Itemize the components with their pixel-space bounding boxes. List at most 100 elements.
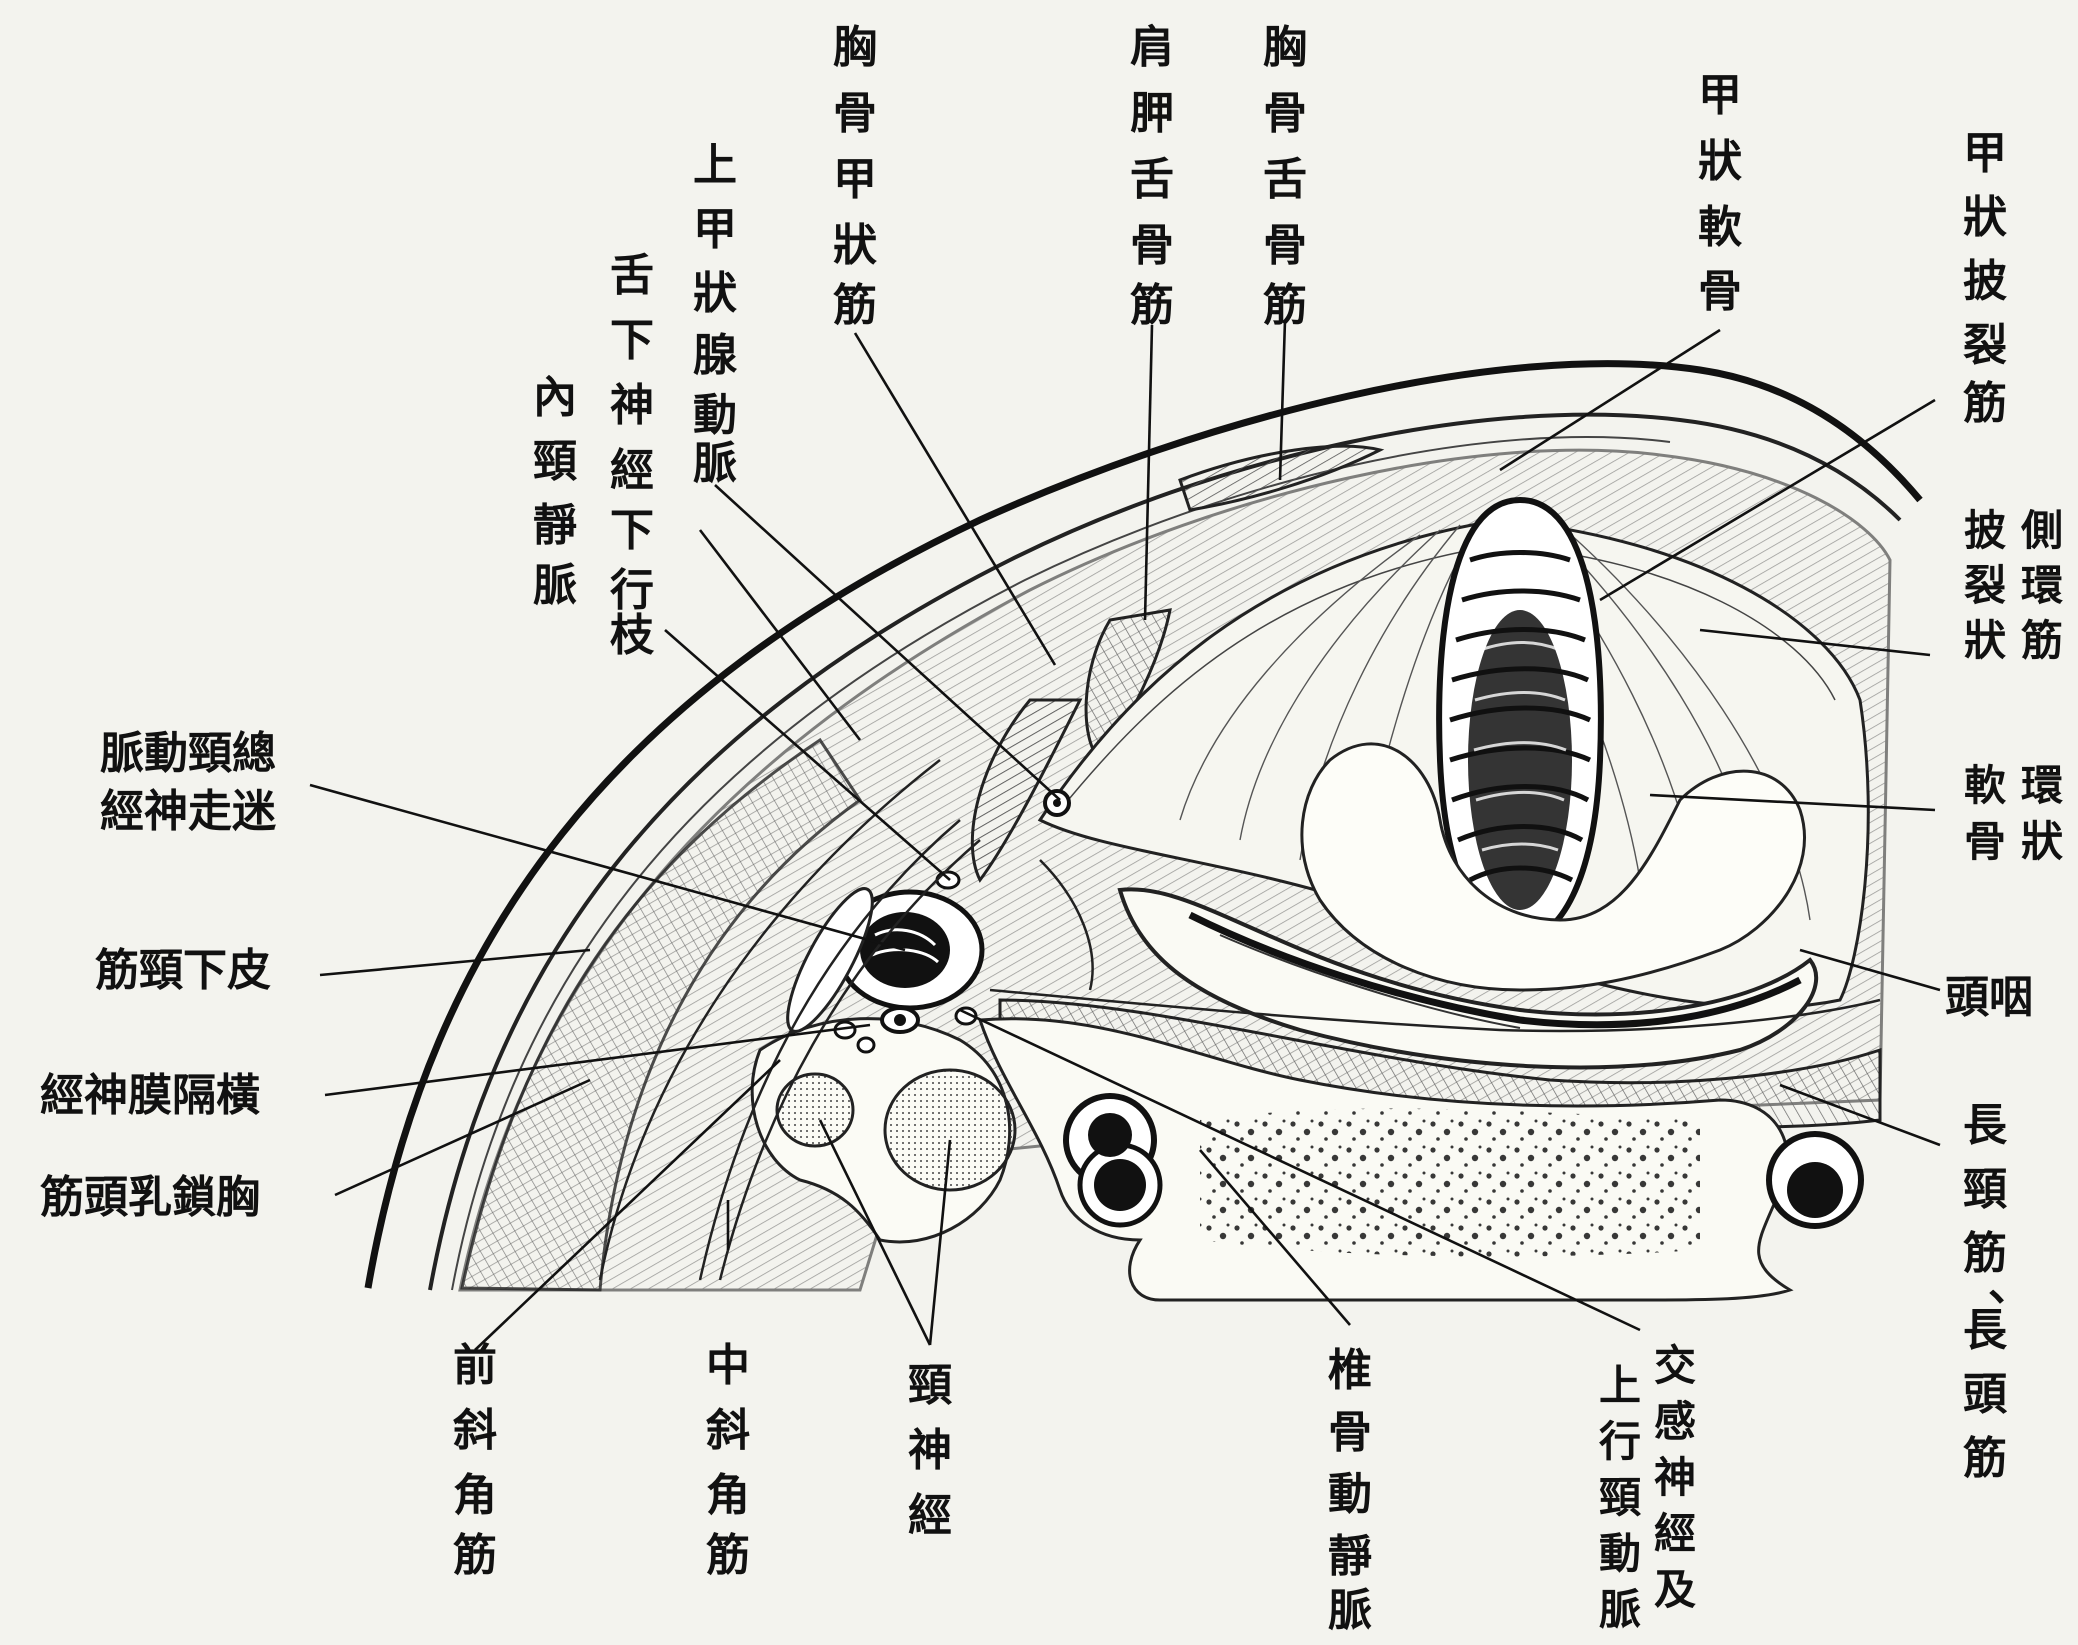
svg-text:狀: 狀 — [833, 220, 877, 271]
svg-text:脈: 脈 — [1328, 1585, 1372, 1636]
svg-text:頸: 頸 — [1599, 1473, 1641, 1522]
svg-text:裂: 裂 — [1964, 561, 2006, 610]
svg-text:上: 上 — [1599, 1361, 1641, 1410]
svg-text:側: 側 — [2020, 506, 2063, 555]
svg-text:軟: 軟 — [1698, 202, 1743, 253]
svg-text:甲: 甲 — [833, 154, 877, 205]
label-lateral-cricoarytenoid: 側 環 筋 披 裂 狀 — [1964, 506, 2063, 665]
label-scalenus-anterior: 前 斜 角 筋 — [453, 1340, 497, 1581]
svg-text:經: 經 — [1654, 1509, 1696, 1558]
svg-text:長: 長 — [1963, 1305, 2008, 1356]
label-superior-thyroid-artery: 上 甲 狀 腺 動 脈 — [693, 140, 738, 489]
svg-text:內: 內 — [533, 372, 577, 423]
label-sternohyoid: 胸 骨 舌 骨 筋 — [1263, 22, 1307, 331]
svg-text:及: 及 — [1654, 1565, 1696, 1614]
svg-text:靜: 靜 — [1328, 1531, 1372, 1582]
svg-text:甲: 甲 — [1963, 128, 2007, 179]
svg-text:神: 神 — [610, 380, 654, 431]
label-hypoglossal-descending: 舌 下 神 經 下 行 枝 — [610, 250, 655, 661]
svg-text:前: 前 — [453, 1340, 497, 1391]
label-cricoid-cartilage: 環 狀 軟 骨 — [1964, 761, 2063, 866]
svg-text:經神走迷: 經神走迷 — [100, 786, 277, 837]
svg-text:腺: 腺 — [693, 330, 738, 381]
label-internal-jugular: 內 頸 靜 脈 — [533, 372, 577, 611]
label-omohyoid: 肩 胛 舌 骨 筋 — [1130, 22, 1174, 331]
svg-text:神: 神 — [1654, 1453, 1696, 1502]
label-cervical-nerve: 頸 神 經 — [908, 1360, 952, 1541]
svg-text:骨: 骨 — [1130, 220, 1174, 271]
svg-text:筋: 筋 — [453, 1530, 497, 1581]
svg-text:狀: 狀 — [1963, 192, 2007, 243]
svg-text:舌: 舌 — [1130, 154, 1174, 205]
svg-text:動: 動 — [1599, 1529, 1641, 1578]
svg-text:動: 動 — [693, 390, 737, 441]
svg-text:披: 披 — [1964, 506, 2006, 555]
label-carotid-vagus: 脈動頸總 經神走迷 — [100, 728, 277, 837]
label-sternothyroid: 胸 骨 甲 狀 筋 — [833, 22, 877, 331]
svg-text:下: 下 — [610, 315, 654, 366]
svg-text:長: 長 — [1963, 1100, 2008, 1151]
label-sympathetic: 交 感 神 經 及 上 行 頸 動 脈 — [1599, 1341, 1696, 1634]
svg-text:狀: 狀 — [2021, 817, 2063, 866]
svg-text:筋: 筋 — [833, 280, 877, 331]
svg-text:頸: 頸 — [908, 1360, 952, 1411]
svg-text:骨: 骨 — [1328, 1407, 1372, 1458]
svg-text:動: 動 — [1328, 1469, 1372, 1520]
label-pharynx: 頭咽 — [1945, 972, 2033, 1023]
svg-text:斜: 斜 — [453, 1405, 497, 1456]
svg-text:筋: 筋 — [1963, 1433, 2007, 1484]
svg-text:上: 上 — [693, 140, 737, 191]
svg-text:狀: 狀 — [693, 268, 737, 319]
svg-text:舌: 舌 — [610, 250, 654, 301]
svg-text:骨: 骨 — [833, 88, 877, 139]
svg-text:甲: 甲 — [1698, 70, 1742, 121]
svg-text:椎: 椎 — [1328, 1345, 1372, 1396]
svg-text:筋: 筋 — [1263, 280, 1307, 331]
svg-text:筋: 筋 — [706, 1530, 750, 1581]
svg-text:胸: 胸 — [833, 22, 877, 73]
svg-text:環: 環 — [2021, 561, 2063, 610]
svg-text:下: 下 — [610, 505, 654, 556]
svg-text:中: 中 — [706, 1340, 750, 1391]
svg-text:枝: 枝 — [610, 610, 655, 661]
svg-text:筋: 筋 — [2021, 616, 2063, 665]
svg-text:骨: 骨 — [1698, 266, 1742, 317]
svg-text:角: 角 — [453, 1470, 497, 1521]
svg-text:筋: 筋 — [1130, 280, 1174, 331]
svg-text:脈: 脈 — [1599, 1585, 1641, 1634]
svg-text:神: 神 — [908, 1425, 952, 1476]
svg-text:脈: 脈 — [693, 438, 737, 489]
svg-text:感: 感 — [1654, 1397, 1696, 1446]
cervical-nerve — [885, 1070, 1015, 1190]
svg-text:骨: 骨 — [1263, 88, 1307, 139]
svg-text:行: 行 — [1599, 1417, 1641, 1466]
svg-text:狀: 狀 — [1964, 616, 2006, 665]
svg-text:脈動頸總: 脈動頸總 — [100, 728, 276, 779]
svg-text:軟: 軟 — [1964, 761, 2007, 810]
label-sternocleidomastoid: 筋頭乳鎖胸 — [40, 1172, 260, 1223]
svg-text:披: 披 — [1963, 256, 2007, 307]
svg-text:環: 環 — [2021, 761, 2063, 810]
svg-text:筋: 筋 — [1963, 378, 2007, 429]
label-thyroarytenoid: 甲 狀 披 裂 筋 — [1963, 128, 2007, 429]
svg-text:頸: 頸 — [533, 436, 577, 487]
svg-text:行: 行 — [610, 565, 654, 616]
svg-text:、: 、 — [1988, 1260, 2032, 1311]
svg-text:骨: 骨 — [1964, 817, 2006, 866]
svg-text:裂: 裂 — [1963, 320, 2007, 371]
svg-text:肩: 肩 — [1130, 22, 1174, 73]
svg-text:斜: 斜 — [706, 1405, 750, 1456]
svg-text:角: 角 — [706, 1470, 750, 1521]
label-phrenic: 經神膜隔橫 — [40, 1070, 260, 1121]
label-thyroid-cartilage: 甲 狀 軟 骨 — [1698, 70, 1743, 317]
svg-text:交: 交 — [1654, 1341, 1696, 1390]
label-longus: 長 頸 筋 、 長 頭 筋 — [1963, 1100, 2032, 1484]
right-vertebral-foramen — [1769, 1134, 1861, 1226]
svg-text:甲: 甲 — [693, 204, 737, 255]
svg-text:經: 經 — [908, 1490, 952, 1541]
label-platysma: 筋頸下皮 — [95, 945, 271, 996]
svg-text:頸: 頸 — [1963, 1164, 2007, 1215]
svg-text:狀: 狀 — [1698, 136, 1742, 187]
